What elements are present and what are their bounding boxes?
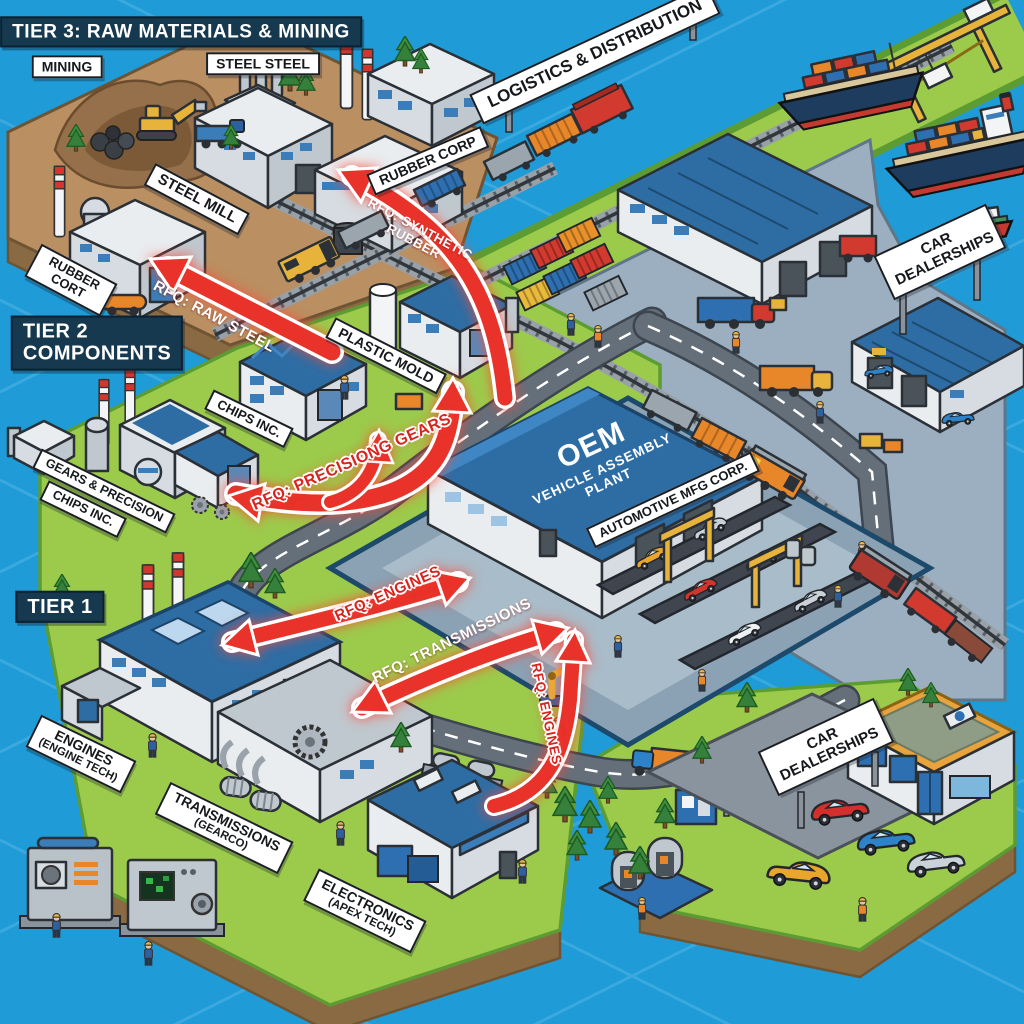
rfq-arrow-precision-gears [224,374,474,524]
tier3-banner: TIER 3: RAW MATERIALS & MINING [0,16,362,48]
container-train [482,82,634,182]
rail-line-tier2 [211,161,559,342]
rfq-arrows [147,165,593,816]
dealership-warehouse [850,296,1024,454]
freight-train-yellow [277,167,467,283]
excavator-icon [136,98,208,141]
container-ship-icon [777,42,925,131]
tier2-line2: COMPONENTS [22,343,172,365]
container-ship-icon [884,91,1024,199]
robot-cell [598,836,714,920]
electronics-factory [366,758,540,900]
rubber-cort-building [53,165,207,320]
tier2-banner: TIER 2 COMPONENTS [10,315,184,371]
tier1-banner: TIER 1 [15,590,105,624]
rfq-arrow-engines [219,569,473,658]
tier2-line1: TIER 2 [22,320,89,343]
assembly-lines [539,495,880,740]
gears-precision-factory [84,368,260,520]
rail-line-main [254,185,1010,651]
rfq-arrow-raw-steel [147,255,344,364]
mining-site [53,79,221,190]
top-dealerships-sign-posts [505,17,981,335]
test-machines [19,836,225,966]
steel-steel-label: STEEL STEEL [206,52,320,76]
freight-train-red [848,544,994,664]
rfq-arrow-transmissions [349,617,571,719]
logistics-warehouse [616,132,874,306]
mining-label: MINING [31,55,103,79]
rfq-arrow-engines-vertical [484,626,593,816]
